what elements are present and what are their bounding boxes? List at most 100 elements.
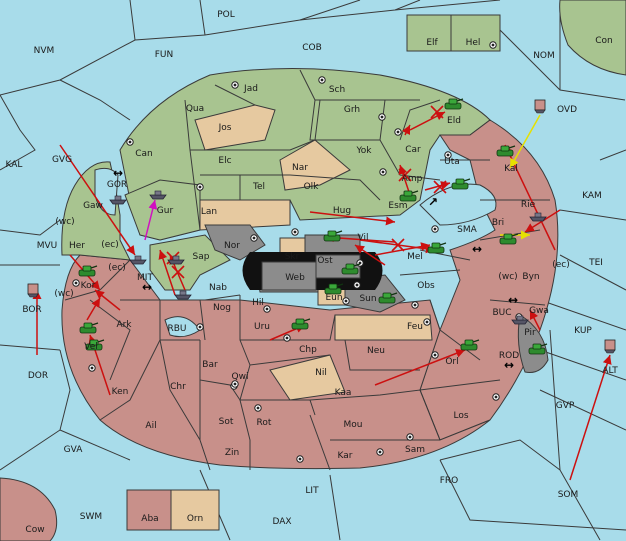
label-nor: Nor: [224, 241, 240, 251]
units-layer: [27, 98, 616, 355]
supply-center-core: [285, 336, 289, 340]
army-unit-icon[interactable]: [444, 98, 464, 110]
label-web: Web: [285, 273, 305, 283]
fleet-unit-icon[interactable]: [149, 190, 167, 200]
army-unit-icon[interactable]: [399, 190, 419, 202]
supply-centers: [72, 41, 523, 463]
region-elf[interactable]: [406, 14, 452, 52]
label-mou: Mou: [344, 420, 363, 430]
coastal-unit-icon[interactable]: [604, 339, 616, 354]
region-sap[interactable]: [149, 234, 231, 291]
label-rot: Rot: [257, 418, 272, 428]
region-nar[interactable]: [279, 139, 351, 191]
order-arrow: [529, 309, 541, 331]
label-bri: Bri: [492, 218, 504, 228]
army-unit-icon[interactable]: [496, 145, 516, 157]
label-hel: Hel: [466, 38, 481, 48]
region-pir[interactable]: [517, 314, 549, 373]
supply-center-core: [433, 227, 437, 231]
fleet-unit-icon[interactable]: [109, 195, 127, 205]
army-unit-icon[interactable]: [460, 339, 480, 351]
region-con[interactable]: [559, 0, 626, 76]
label-kup: KUP: [574, 326, 592, 336]
label-sap: Sap: [193, 252, 210, 262]
region-jos[interactable]: [194, 104, 276, 151]
move-direction-symbol: ↔: [504, 358, 514, 372]
order-arrow: [424, 181, 451, 191]
label-mel: Mel: [407, 252, 423, 262]
label-cob: COB: [302, 43, 322, 53]
region-aba[interactable]: [126, 489, 172, 531]
region-nil[interactable]: [269, 354, 346, 401]
failed-order-x: [398, 168, 412, 182]
move-direction-symbol: ↔: [508, 293, 518, 307]
fleet-unit-icon[interactable]: [167, 255, 185, 265]
label-gwa: Gwa: [529, 306, 549, 316]
region-cow[interactable]: [0, 477, 58, 541]
army-unit-icon[interactable]: [378, 292, 398, 304]
label-tel: Tel: [252, 182, 265, 192]
order-arrow: [86, 297, 101, 321]
move-direction-symbol: ↗: [428, 195, 438, 209]
supply-center-core: [198, 185, 202, 189]
label-hug: Hug: [333, 206, 351, 216]
order-arrow: [401, 124, 411, 136]
fleet-unit-icon[interactable]: [129, 255, 147, 265]
label-vil: Vil: [358, 233, 369, 243]
supply-center-core: [298, 457, 302, 461]
region-orn[interactable]: [170, 489, 220, 531]
coast-tag: (wc): [498, 272, 517, 282]
label-skr: Skr: [285, 252, 300, 262]
label-lit: LIT: [305, 486, 319, 496]
label-ovd: OVD: [557, 105, 577, 115]
label-neu: Neu: [367, 346, 385, 356]
label-orl: Orl: [445, 357, 458, 367]
failed-order-x: [430, 105, 444, 119]
label-vel: Vel: [84, 342, 98, 352]
label-gvg: GVG: [52, 155, 72, 165]
army-unit-icon[interactable]: [291, 318, 311, 330]
army-unit-icon[interactable]: [78, 265, 98, 277]
label-byn: Byn: [522, 272, 539, 282]
coast-tag: (ec): [101, 240, 119, 250]
failed-order-x: [433, 180, 447, 194]
army-unit-icon[interactable]: [427, 242, 447, 254]
army-unit-icon[interactable]: [323, 230, 343, 242]
label-som: SOM: [558, 490, 579, 500]
army-unit-icon[interactable]: [499, 233, 519, 245]
label-orn: Orn: [187, 514, 203, 524]
label-sch: Sch: [329, 85, 345, 95]
army-unit-icon[interactable]: [324, 283, 344, 295]
supply-center-core: [233, 83, 237, 87]
region-web-inner: [261, 261, 317, 291]
label-qua: Qua: [186, 104, 204, 114]
supply-center-core: [320, 78, 324, 82]
region-feu[interactable]: [334, 314, 433, 341]
label-con: Con: [595, 36, 613, 46]
label-kaa: Kaa: [335, 388, 352, 398]
fleet-unit-icon[interactable]: [174, 290, 192, 300]
order-arrow: [509, 114, 541, 169]
label-sam: Sam: [405, 445, 425, 455]
supply-center-core: [408, 435, 412, 439]
move-direction-symbol: ↔: [472, 242, 482, 256]
label-chp: Chp: [299, 345, 317, 355]
fleet-unit-icon[interactable]: [511, 315, 529, 325]
label-eld: Eld: [447, 116, 461, 126]
army-unit-icon[interactable]: [79, 322, 99, 334]
fleet-unit-icon[interactable]: [529, 212, 547, 222]
label-rod: ROD: [499, 351, 519, 361]
army-unit-icon[interactable]: [528, 343, 548, 355]
supply-center-core: [413, 303, 417, 307]
army-unit-icon[interactable]: [451, 178, 471, 190]
army-unit-icon[interactable]: [85, 339, 105, 351]
supply-center-core: [293, 230, 297, 234]
order-arrow: [158, 249, 176, 296]
coastal-unit-icon[interactable]: [27, 283, 39, 298]
region-lan[interactable]: [199, 199, 291, 231]
coastal-unit-icon[interactable]: [534, 99, 546, 114]
label-ark: Ark: [116, 320, 132, 330]
army-unit-icon[interactable]: [341, 263, 361, 275]
